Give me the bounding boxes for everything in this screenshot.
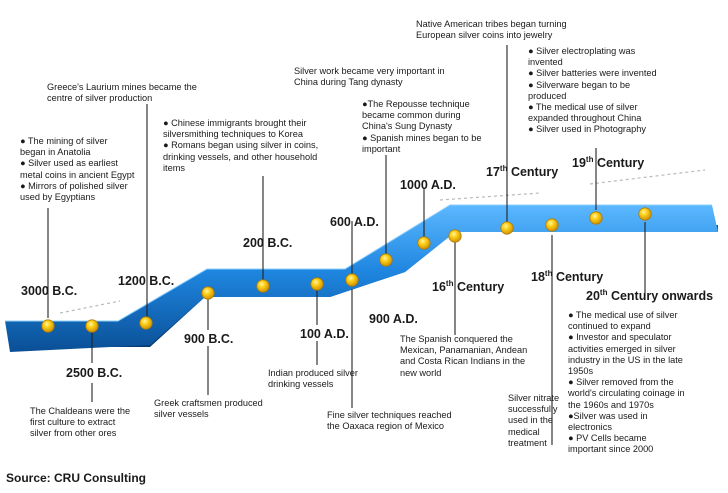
era-label-1200bc: 1200 B.C. <box>118 274 175 288</box>
coin-marker-icon <box>589 211 603 225</box>
event-1000ad: Fine silver techniques reached the Oaxac… <box>327 410 452 432</box>
event-17th-century: Native American tribes began turning Eur… <box>416 19 567 41</box>
coin-marker-icon <box>139 316 153 330</box>
coin-marker-icon <box>638 207 652 221</box>
era-label-900ad: 900 A.D. <box>369 312 418 326</box>
coin-marker-icon <box>41 319 55 333</box>
band-highlight-dashes <box>59 169 706 314</box>
era-label-1000ad: 1000 A.D. <box>400 178 456 192</box>
event-900ad: ●The Repousse technique became common du… <box>362 99 482 154</box>
era-label-18th-century: 18th Century <box>531 269 604 285</box>
coin-marker-icon <box>256 279 270 293</box>
coin-marker-icon <box>500 221 514 235</box>
event-3000bc: ● The mining of silver began in Anatolia… <box>20 136 135 203</box>
event-16th-century: The Spanish conquered the Mexican, Panam… <box>400 334 528 378</box>
era-label-600ad: 600 A.D. <box>330 215 379 229</box>
era-label-2500bc: 2500 B.C. <box>66 366 123 380</box>
era-label-16th-century: 16th Century <box>432 279 505 295</box>
event-2500bc: The Chaldeans were the first culture to … <box>30 406 131 439</box>
event-18th-century: Silver nitrate successfully used in the … <box>508 393 560 448</box>
coin-marker-icon <box>545 218 559 232</box>
era-label-3000bc: 3000 B.C. <box>21 284 78 298</box>
source-caption: Source: CRU Consulting <box>6 471 146 485</box>
coin-marker-icon <box>448 229 462 243</box>
timeline-band-top-edge <box>5 204 712 322</box>
era-label-17th-century: 17th Century <box>486 164 559 180</box>
era-label-20th-century: 20th Century onwards <box>586 288 714 304</box>
coin-marker-icon <box>417 236 431 250</box>
event-600ad: Silver work became very important in Chi… <box>294 66 445 88</box>
event-19th-century: ● Silver electroplating was invented ● S… <box>528 46 657 135</box>
event-20th-century: ● The medical use of silver continued to… <box>568 310 685 455</box>
coin-marker-icon <box>379 253 393 267</box>
era-label-100ad: 100 A.D. <box>300 327 349 341</box>
coin-marker-icon <box>201 286 215 300</box>
era-label-200bc: 200 B.C. <box>243 236 293 250</box>
event-200bc: ● Chinese immigrants brought their silve… <box>163 118 319 173</box>
event-900bc: Greek craftsmen produced silver vessels <box>154 398 263 420</box>
era-label-19th-century: 19th Century <box>572 155 645 171</box>
leader-lines <box>47 45 646 445</box>
coin-marker-icon <box>85 319 99 333</box>
timeline-band <box>5 205 718 352</box>
event-1200bc: Greece's Laurium mines became the centre… <box>47 82 197 104</box>
coin-marker-icon <box>310 277 324 291</box>
coin-marker-icon <box>345 273 359 287</box>
event-100ad: Indian produced silver drinking vessels <box>268 368 358 390</box>
era-label-900bc: 900 B.C. <box>184 332 234 346</box>
coin-markers <box>41 207 652 333</box>
